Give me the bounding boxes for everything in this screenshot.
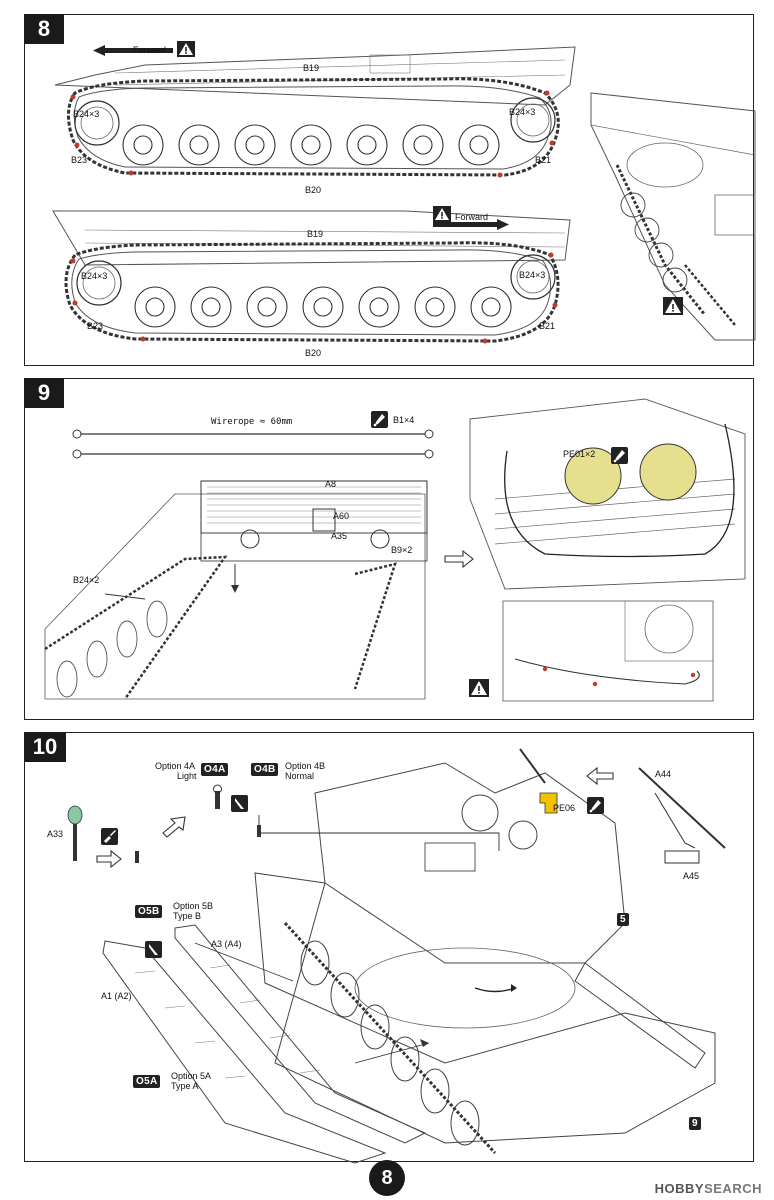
option-4a-label: Option 4A [155,761,196,771]
step-number: 9 [24,378,64,408]
cut-icon [231,795,248,812]
cut-icon [145,941,162,958]
glue-icon [611,447,628,464]
watermark: HOBBYSEARCH [655,1181,762,1196]
step-9-panel: 9 [24,378,754,720]
paint-icon [101,828,118,845]
wirerope-length: Wirerope ≈ 60mm [211,417,293,427]
option-5b-code: O5B [135,905,163,918]
part-b20-top: B20 [305,185,322,195]
turret-assembly-diagram [67,748,726,1164]
option-5a-sublabel: Type A [171,1081,199,1091]
option-4b-label: Option 4B [285,761,326,771]
warning-icon [433,206,451,227]
track-diagram-bottom [52,92,756,344]
option-5b-sublabel: Type B [173,911,202,921]
part-b9: B9×2 [391,545,413,555]
option-4b-code: O4B [251,763,279,776]
part-a35: A35 [331,531,348,541]
part-a33: A33 [47,829,64,839]
part-b1: B1×4 [393,415,415,425]
option-4a-sublabel: Light [177,771,197,781]
step-8-panel: 8 Forwar [24,14,756,366]
option-5a-code: O5A [133,1075,161,1088]
watermark-suffix: SEARCH [704,1181,762,1196]
part-b24: B24×2 [73,575,100,585]
option-4a-code: O4A [201,763,229,776]
forward-label-bottom: Forward [455,212,489,222]
ref-step-5: 5 [617,913,629,926]
page-number: 8 [369,1160,405,1196]
part-b23-bottom: B23 [87,321,104,331]
glue-icon [587,797,604,814]
step-number: 8 [24,14,64,44]
step-10-panel: 10 [24,732,754,1164]
part-b24-left-bottom: B24×3 [81,271,108,281]
part-a44: A44 [655,769,672,779]
part-a1: A1 (A2) [101,991,132,1001]
part-b21-top: B21 [535,155,552,165]
part-b19-top: B19 [303,63,320,73]
part-a3: A3 (A4) [211,939,242,949]
track-diagram-top [54,45,576,178]
watermark-brand: HOBBY [654,1181,705,1196]
glue-icon [371,411,388,428]
part-b24-right-bottom: B24×3 [519,270,546,280]
warning-icon [469,679,489,702]
wirerope-diagram [44,398,746,702]
part-pe06: PE06 [553,803,576,813]
part-b20-bottom: B20 [305,348,322,358]
part-b24-left-top: B24×3 [73,109,100,119]
part-b19-bottom: B19 [307,229,324,239]
option-5b-label: Option 5B [173,901,214,911]
part-b21-bottom: B21 [539,321,556,331]
option-5a-label: Option 5A [171,1071,212,1081]
forward-label-top: Forward [133,45,167,55]
step-number: 10 [24,732,66,762]
ref-step-9: 9 [689,1117,701,1130]
part-a45: A45 [683,871,700,881]
part-pe01: PE01×2 [563,449,596,459]
option-4b-sublabel: Normal [285,771,315,781]
part-a60: A60 [333,511,350,521]
warning-icon [177,41,195,62]
part-a8: A8 [325,479,337,489]
warning-icon [663,297,683,320]
part-b23-top: B23 [71,155,88,165]
part-b24-right-top: B24×3 [509,107,536,117]
